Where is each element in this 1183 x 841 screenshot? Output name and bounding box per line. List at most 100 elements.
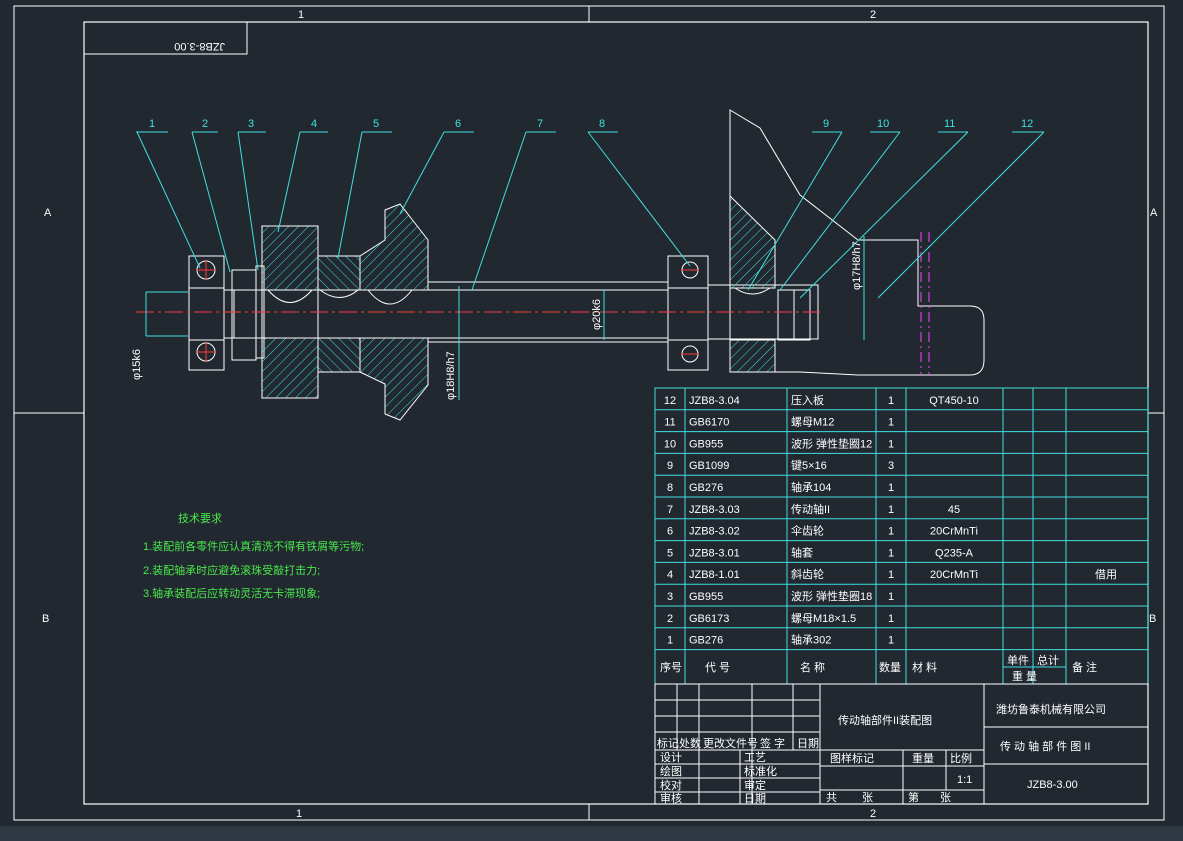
- balloon-12: 12: [1021, 118, 1033, 130]
- paper-border: [13, 5, 1165, 821]
- bom-cell-no: 12: [664, 395, 676, 407]
- bom-cell-no: 3: [667, 591, 673, 603]
- balloon-labels: 1 2 3 4 5 6 7 8 9 10 11 12: [149, 118, 1033, 130]
- bom-cell-qty: 1: [888, 438, 894, 450]
- sign-check: 校对: [660, 778, 682, 792]
- bom-cell-code: GB6170: [689, 417, 729, 429]
- bom-cell-code: JZB8-3.03: [689, 504, 740, 516]
- dim-phi18h8: φ18H8/h7: [445, 351, 457, 400]
- balloon-6: 6: [455, 118, 461, 130]
- sign-labels: 设计 绘图 校对 审核 工艺 标准化 审定 日期: [660, 751, 777, 805]
- bom-cell-name: 斜齿轮: [791, 567, 824, 581]
- balloon-5: 5: [373, 118, 379, 130]
- bom-cell-qty: 3: [888, 460, 894, 472]
- bom-row: 6 JZB8-3.02 伞齿轮 1 20CrMnTi: [667, 524, 978, 538]
- drawing-name: 传动轴部件II装配图: [838, 713, 932, 727]
- zone-top-2: 2: [870, 9, 876, 21]
- bom-cell-code: GB6173: [689, 613, 729, 625]
- balloon-7: 7: [537, 118, 543, 130]
- sign-design: 设计: [660, 751, 682, 764]
- assembly-section-view: [136, 109, 985, 421]
- bom-cell-material: 45: [948, 504, 960, 516]
- drawing-frame: [83, 21, 1149, 805]
- bom-cell-name: 波形 弹性垫圈12: [791, 436, 872, 450]
- balloon-8: 8: [599, 118, 605, 130]
- revision-labels: 标记 处数 更改文件号 签 字 日期: [657, 736, 819, 750]
- balloon-4: 4: [311, 118, 317, 130]
- balloon-9: 9: [823, 118, 829, 130]
- bom-cell-no: 8: [667, 482, 673, 494]
- bom-cell-qty: 1: [888, 591, 894, 603]
- bom-cell-name: 轴套: [791, 545, 813, 559]
- sign-review: 审核: [660, 791, 682, 805]
- sign-date: 日期: [744, 792, 766, 805]
- bom-header-remark: 备 注: [1072, 660, 1097, 674]
- zone-bottom-1: 1: [296, 808, 302, 820]
- bom-cell-no: 10: [664, 438, 676, 450]
- company-name: 潍坊鲁泰机械有限公司: [996, 702, 1106, 716]
- weight-label: 重量: [912, 751, 934, 765]
- sign-process: 工艺: [744, 751, 766, 764]
- bom-cell-material: Q235-A: [935, 547, 974, 559]
- balloon-10: 10: [877, 118, 889, 130]
- bom-cell-no: 6: [667, 526, 673, 538]
- sheet-no-label: 第: [908, 790, 919, 804]
- mirror-code-box: [83, 21, 248, 55]
- leader-lines: [136, 131, 1045, 299]
- tech-req-title: 技术要求: [178, 512, 222, 525]
- bom-cell-code: JZB8-3.04: [689, 395, 740, 407]
- bom-cell-code: JZB8-3.02: [689, 526, 740, 538]
- dim-phi15k6: φ15k6: [131, 349, 143, 380]
- zone-top-1: 1: [298, 9, 304, 21]
- rev-label-mark: 标记: [657, 736, 679, 750]
- zone-bottom-2: 2: [870, 808, 876, 820]
- bom-cell-code: JZB8-3.01: [689, 547, 740, 559]
- bom-cell-name: 伞齿轮: [791, 524, 824, 538]
- bom-cell-qty: 1: [888, 526, 894, 538]
- zone-right-a: A: [1150, 207, 1158, 219]
- bom-cell-no: 9: [667, 460, 673, 472]
- bom-cell-material: 20CrMnTi: [930, 526, 978, 538]
- bom-cell-name: 螺母M18×1.5: [791, 612, 856, 625]
- bom-cell-qty: 1: [888, 547, 894, 559]
- bom-cell-qty: 1: [888, 635, 894, 647]
- sign-draw: 绘图: [660, 764, 682, 778]
- dim-phi17h8: φ17H8/h7: [851, 241, 863, 290]
- bom-cell-name: 轴承104: [791, 480, 831, 494]
- bom-cell-no: 1: [667, 635, 673, 647]
- bom-header-single: 单件: [1007, 654, 1029, 667]
- zone-ticks: [14, 6, 1164, 820]
- bom-cell-name: 轴承302: [791, 633, 831, 647]
- sign-standard: 标准化: [744, 764, 777, 778]
- bom-cell-no: 11: [664, 417, 675, 429]
- bom-cell-material: QT450-10: [929, 395, 979, 407]
- bom-cell-name: 螺母M12: [791, 416, 834, 429]
- bom-header-code: 代 号: [705, 661, 730, 674]
- balloon-3: 3: [248, 118, 254, 130]
- rev-label-doc: 更改文件号: [703, 736, 758, 750]
- bom-cell-name: 波形 弹性垫圈18: [791, 589, 872, 603]
- bom-cell-no: 2: [667, 613, 673, 625]
- bom-cell-name: 传动轴II: [791, 502, 830, 516]
- drawing-number: JZB8-3.00: [1027, 779, 1078, 791]
- bom-cell-code: GB1099: [689, 460, 729, 472]
- tech-req-item-1: 1.装配前各零件应认真清洗不得有铁屑等污物;: [143, 539, 364, 553]
- bom-row: 5 JZB8-3.01 轴套 1 Q235-A: [667, 545, 974, 559]
- bom-header-material: 材 料: [912, 660, 937, 674]
- bom-table-grid: [654, 387, 1149, 685]
- bom-cell-no: 5: [667, 547, 673, 559]
- bom-cell-code: JZB8-1.01: [689, 569, 740, 581]
- title-block-grid: [654, 683, 1149, 805]
- bom-header-no: 序号: [660, 660, 682, 674]
- rev-label-date: 日期: [797, 737, 819, 750]
- bom-cell-code: GB955: [689, 591, 723, 603]
- sign-approve: 审定: [744, 778, 766, 792]
- tech-req-item-2: 2.装配轴承时应避免滚珠受敲打击力;: [143, 563, 320, 577]
- bom-cell-no: 4: [667, 569, 673, 581]
- bom-cell-remark: 借用: [1095, 568, 1117, 581]
